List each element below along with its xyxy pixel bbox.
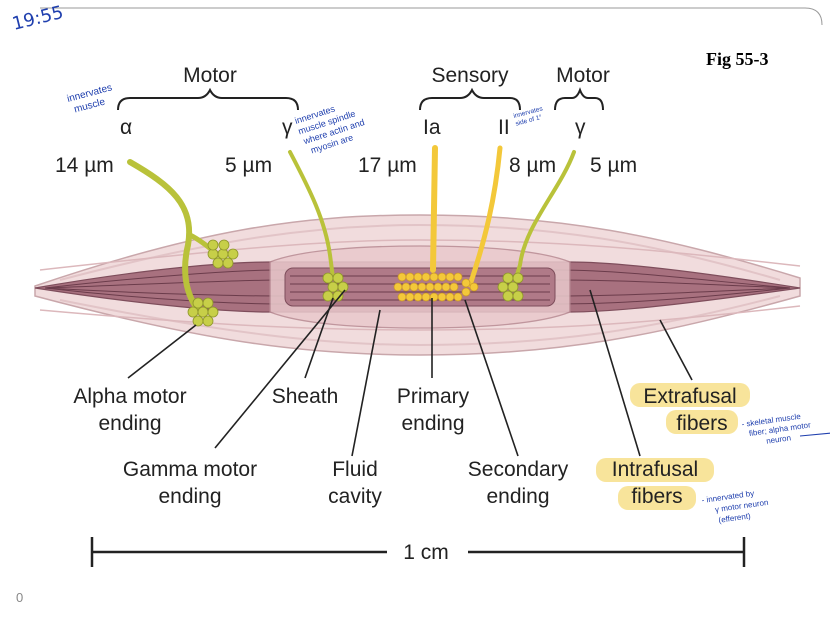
sensory-group-label: Sensory [431, 64, 509, 87]
primary-ending-label-2: ending [401, 412, 464, 435]
alpha-motor-ending-label-1: Alpha motor [73, 385, 186, 408]
gamma-motor-ending-left [322, 272, 349, 302]
extrafusal-fibers-label-2: fibers [676, 412, 727, 435]
extrafusal-stripe [39, 239, 801, 271]
page-number: 0 [16, 590, 24, 605]
scale-bar [90, 537, 746, 567]
fluid-cavity-label-2: cavity [328, 485, 382, 508]
gamma-motor-fiber-left [288, 150, 335, 280]
ii-diameter: 8 µm [509, 154, 556, 177]
leader-lines [127, 289, 693, 457]
gamma-fiber-label-left: γ [282, 116, 293, 139]
ia-fiber-label: Ia [423, 116, 441, 139]
ii-note: innervates side of 1° [513, 105, 545, 127]
ii-sensory-fiber [467, 145, 503, 288]
alpha-motor-ending-upper [207, 239, 239, 269]
gamma-fiber-label-right: γ [575, 116, 586, 139]
alpha-diameter: 14 µm [55, 154, 114, 177]
svg-text:neuron: neuron [766, 433, 792, 445]
alpha-motor-ending-label-2: ending [98, 412, 161, 435]
figure-label: Fig 55-3 [706, 49, 769, 69]
primary-ending-label-1: Primary [397, 385, 470, 408]
extrafusal-note: - skeletal muscle fiber; alpha motor neu… [741, 412, 812, 446]
extrafusal-stripe [39, 305, 801, 331]
motor-group-label-left: Motor [183, 64, 237, 87]
gamma-right-diameter: 5 µm [590, 154, 637, 177]
extrafusal-fibers-label-1: Extrafusal [643, 385, 736, 408]
alpha-motor-ending-lower [187, 297, 219, 327]
gamma-motor-ending-right [497, 272, 524, 302]
sheath-label: Sheath [272, 385, 339, 408]
gamma-motor-fiber-right [514, 150, 576, 280]
secondary-ending-label-2: ending [486, 485, 549, 508]
handwritten-underline [799, 432, 830, 437]
svg-text:(efferent): (efferent) [718, 511, 752, 524]
intrafusal-fibers-label-1: Intrafusal [612, 458, 698, 481]
ia-diameter: 17 µm [358, 154, 417, 177]
intrafusal-note: - innervated by γ motor neuron (efferent… [701, 489, 769, 525]
motor-endings [187, 239, 524, 327]
highlights [596, 383, 750, 510]
alpha-note: innervates muscle [66, 82, 113, 115]
alpha-motor-fiber [127, 159, 203, 315]
gamma-motor-ending-label-2: ending [158, 485, 221, 508]
gamma-motor-ending-label-1: Gamma motor [123, 458, 257, 481]
gamma-left-diameter: 5 µm [225, 154, 272, 177]
group-braces [117, 87, 604, 111]
secondary-ending-label-1: Secondary [468, 458, 569, 481]
ia-sensory-fiber [430, 145, 438, 273]
scale-bar-label: 1 cm [403, 541, 449, 564]
sensory-endings [393, 272, 479, 302]
fluid-cavity-label-1: Fluid [332, 458, 378, 481]
motor-group-label-right: Motor [556, 64, 610, 87]
timestamp: 19:55 [10, 2, 65, 35]
primary-ending-cluster [393, 272, 463, 302]
gamma-note: innervates muscle spindle where actin an… [294, 103, 366, 155]
ii-fiber-label: II [498, 116, 510, 139]
secondary-ending-cluster [461, 278, 479, 297]
intrafusal-fibers-label-2: fibers [631, 485, 682, 508]
frame-border [40, 7, 823, 26]
alpha-fiber-label: α [120, 116, 132, 139]
extrafusal-stripe [59, 223, 781, 281]
